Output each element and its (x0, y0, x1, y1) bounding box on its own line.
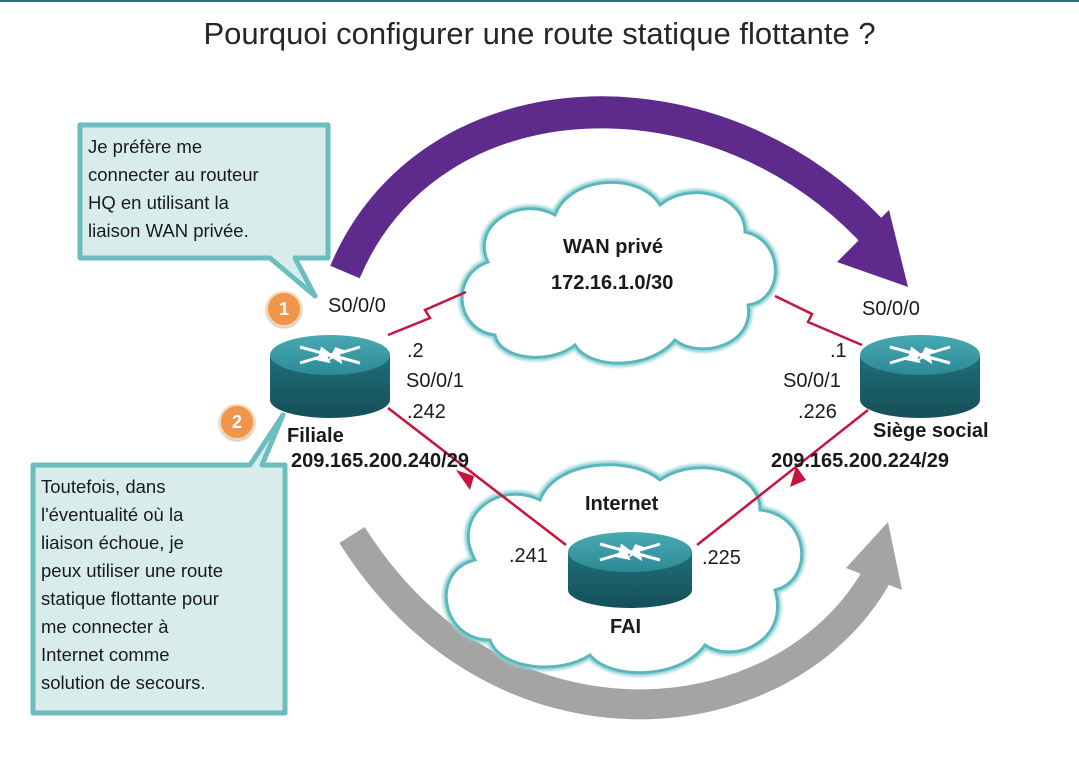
callout-2-line: solution de secours. (41, 672, 206, 693)
hq-s001-label: S0/0/1 (783, 370, 841, 392)
hq-s000-label: S0/0/0 (862, 298, 920, 320)
branch-s000-label: S0/0/0 (328, 295, 386, 317)
top-rule (0, 0, 1079, 2)
callout-2-shape (30, 412, 288, 716)
page-title: Pourquoi configurer une route statique f… (203, 16, 876, 51)
wan-network-label: 172.16.1.0/30 (551, 272, 674, 294)
hq-router-name: Siège social (873, 420, 989, 442)
isp-router-icon (568, 532, 692, 608)
callout-1-line: liaison WAN privée. (88, 220, 249, 241)
callout-1-line: Je préfère me (88, 136, 203, 157)
internet-label: Internet (585, 493, 659, 515)
callout-1-line: connecter au routeur (88, 164, 259, 185)
callout-1-line: HQ en utilisant la (88, 192, 229, 213)
callout-2-line: Internet comme (41, 644, 170, 665)
serial-link-icon (387, 290, 869, 546)
branch-network-label: 209.165.200.240/29 (291, 450, 469, 472)
isp-addr-right: .225 (702, 547, 741, 569)
callout-2-line: peux utiliser une route (41, 560, 224, 581)
callout-2-line: Toutefois, dans (41, 476, 166, 497)
backup-path-arrow-icon (339, 522, 902, 720)
callout-2-line: liaison échoue, je (41, 532, 184, 553)
step-badge-1[interactable]: 1 (266, 291, 302, 327)
isp-router-name: FAI (610, 616, 642, 638)
callout-1-text: Je préfère me connecter au routeur HQ en… (88, 133, 259, 245)
branch-s001-label: S0/0/1 (406, 370, 464, 392)
wan-cloud-icon (458, 178, 780, 368)
wan-name-label: WAN privé (563, 236, 664, 258)
branch-s000-addr: .2 (407, 340, 424, 362)
isp-addr-left: .241 (509, 545, 548, 567)
hq-router-icon (860, 335, 980, 418)
branch-router-name: Filiale (287, 425, 344, 447)
hq-s001-addr: .226 (798, 401, 837, 423)
callout-1-shape (77, 122, 331, 299)
callout-2-line: me connecter à (41, 616, 169, 637)
primary-path-arrow-icon (330, 96, 908, 287)
branch-router-icon (270, 335, 390, 418)
step-badge-2[interactable]: 2 (219, 404, 255, 440)
callout-2-line: statique flottante pour (41, 588, 219, 609)
callout-2-line: l'éventualité où la (41, 504, 184, 525)
callout-2-text: Toutefois, dans l'éventualité où la liai… (41, 473, 223, 697)
hq-network-label: 209.165.200.224/29 (771, 450, 949, 472)
branch-s001-addr: .242 (407, 401, 446, 423)
hq-s000-addr: .1 (830, 340, 847, 362)
